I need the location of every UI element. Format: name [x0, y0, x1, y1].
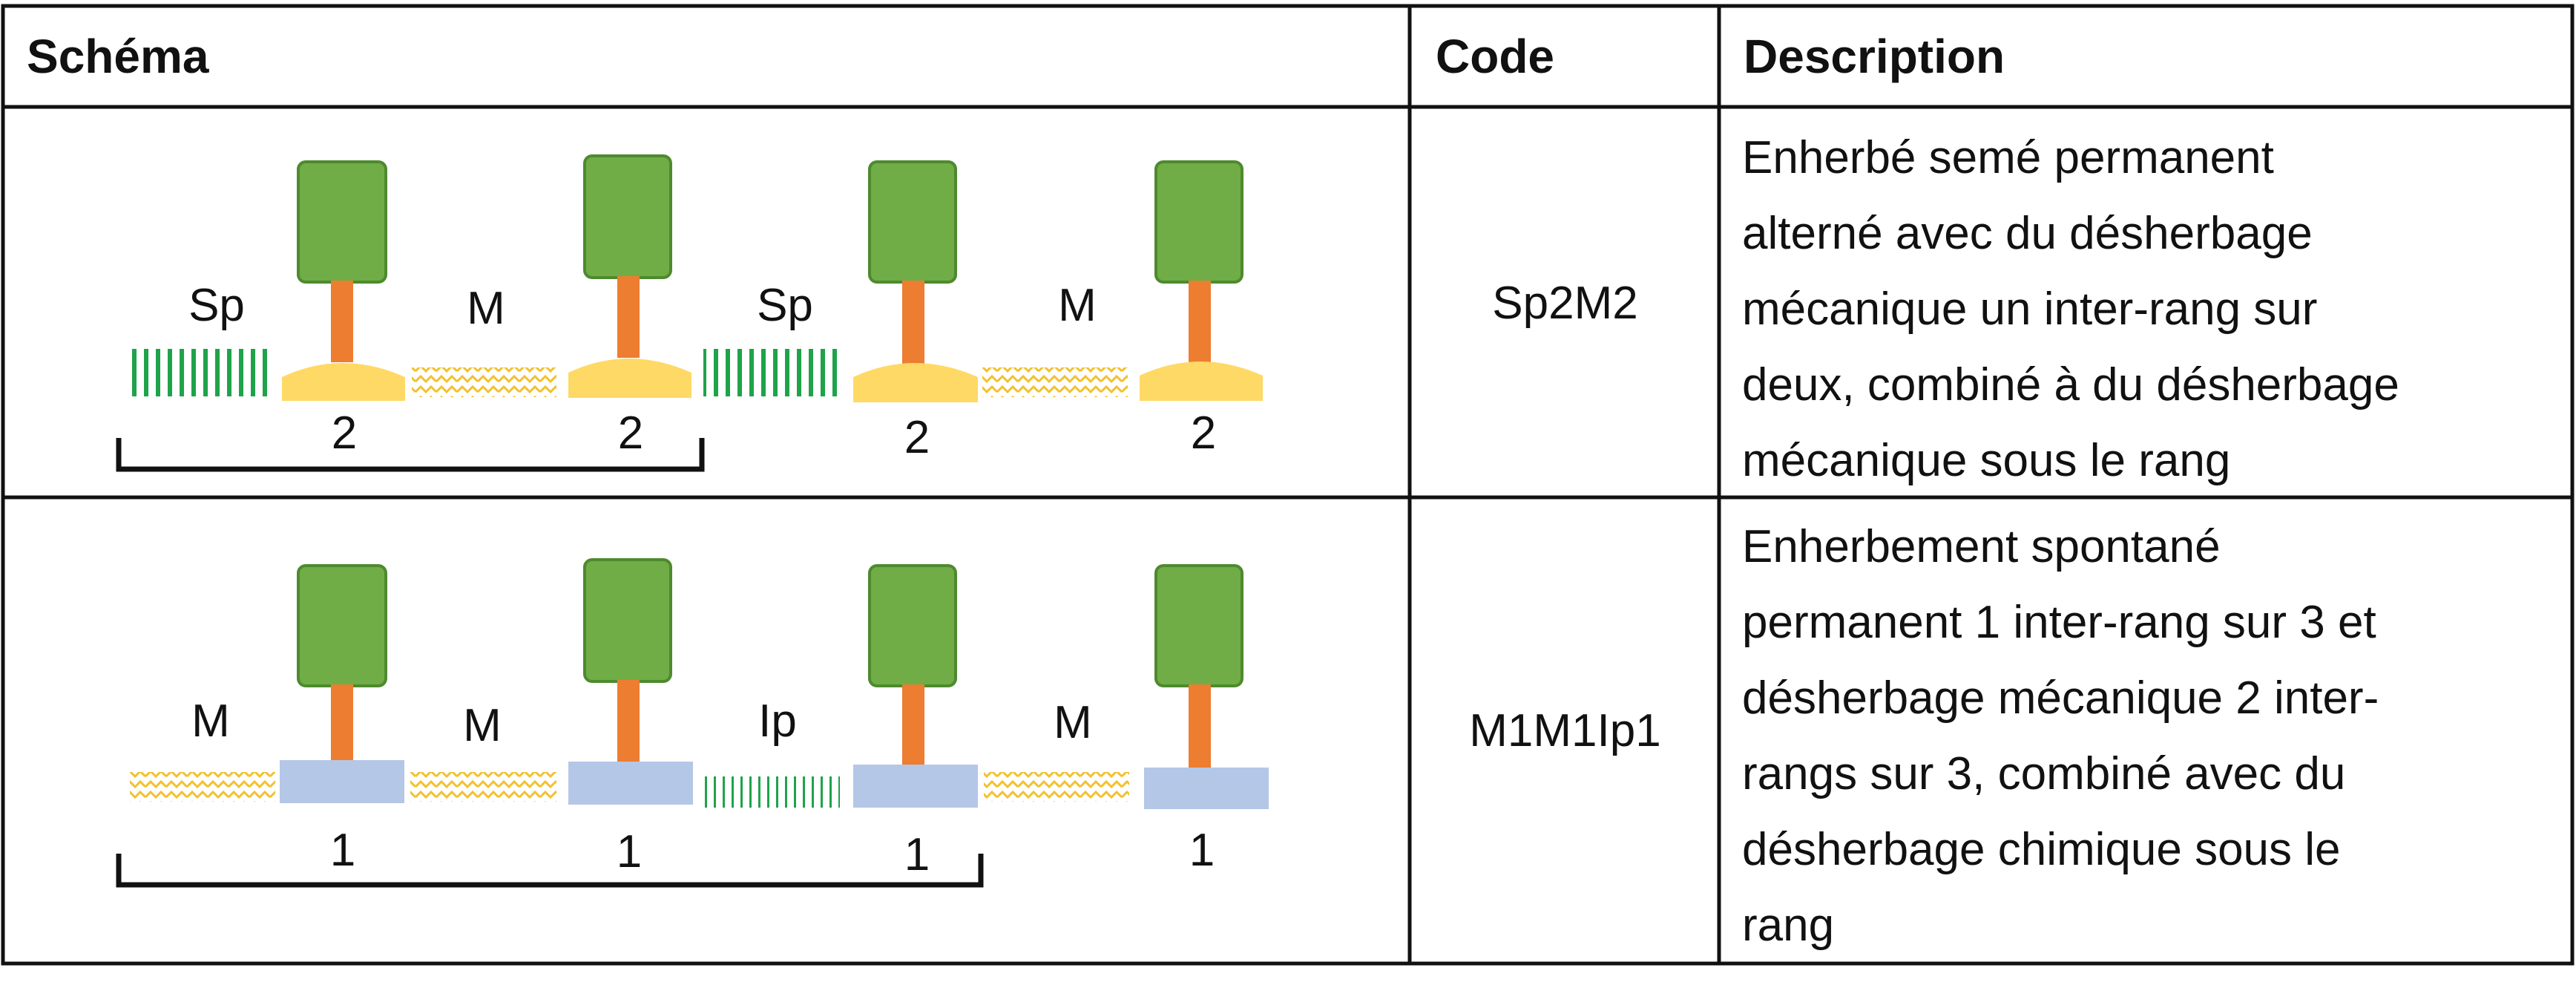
interrow-label-2: M [467, 283, 505, 334]
interrow-label-4: M [1058, 280, 1097, 331]
tree-3 [853, 160, 978, 402]
tree-base-mound [1140, 361, 1263, 401]
tree-canopy [583, 558, 672, 683]
schema-row-2: M M Ip M 1 1 1 1 [116, 558, 1269, 888]
tree-base-mound [853, 363, 978, 402]
pattern-bracket [116, 438, 705, 472]
tree-base-label-4: 1 [1189, 825, 1215, 876]
tree-4 [1144, 564, 1269, 809]
interrow-mechanical-2 [410, 772, 556, 802]
interrow-sown-2 [703, 349, 841, 396]
tree-base-block [1144, 768, 1269, 809]
interrow-label-3: Ip [758, 696, 797, 747]
row-2-description: Enherbement spontané permanent 1 inter-r… [1742, 521, 2379, 951]
tree-trunk [617, 680, 640, 763]
tree-2 [568, 558, 693, 805]
tree-canopy [868, 564, 957, 687]
tree-trunk [1189, 281, 1211, 362]
tree-base-mound [282, 363, 405, 401]
tree-2 [568, 154, 691, 398]
tree-base-block [280, 760, 404, 803]
tree-base-block [568, 762, 693, 805]
tree-trunk [331, 281, 353, 362]
tree-base-label-2: 1 [617, 826, 642, 877]
interrow-mechanical-1 [130, 772, 275, 802]
tree-1 [282, 160, 405, 401]
tree-base-label-1: 1 [330, 825, 355, 876]
tree-base-block [853, 765, 978, 808]
tree-3 [853, 564, 978, 808]
interrow-spontaneous [702, 776, 840, 808]
tree-1 [280, 564, 404, 803]
header-description: Description [1744, 30, 2005, 83]
pattern-bracket [116, 854, 984, 888]
tree-base-label-2: 2 [618, 408, 643, 459]
tree-base-mound [568, 359, 691, 398]
tree-canopy [297, 564, 387, 687]
row-1-description: Enherbé semé permanent alterné avec du d… [1742, 132, 2399, 486]
tree-trunk [617, 276, 640, 358]
tree-trunk [331, 684, 353, 762]
table-border [1, 4, 2575, 966]
interrow-label-2: M [463, 700, 502, 751]
tree-trunk [1189, 684, 1211, 769]
row-1-code: Sp2M2 [1492, 278, 1638, 329]
tree-4 [1140, 160, 1263, 401]
tree-base-label-3: 2 [904, 412, 930, 463]
header-schema: Schéma [27, 30, 209, 83]
interrow-sown-1 [130, 349, 269, 396]
tree-trunk [902, 281, 924, 364]
schema-row-1: Sp M Sp M 2 2 2 2 [116, 154, 1263, 472]
tree-base-label-4: 2 [1191, 408, 1216, 459]
row-2-code: M1M1Ip1 [1469, 705, 1661, 756]
tree-base-label-3: 1 [904, 829, 930, 880]
interrow-mechanical-3 [984, 772, 1129, 802]
interrow-label-3: Sp [757, 280, 813, 331]
interrow-label-1: M [191, 696, 230, 747]
header-code: Code [1436, 30, 1554, 83]
interrow-mechanical-2 [982, 367, 1128, 397]
interrow-mechanical-1 [412, 367, 556, 397]
tree-base-label-1: 2 [332, 408, 357, 459]
interrow-label-1: Sp [188, 280, 245, 331]
tree-trunk [902, 684, 924, 766]
interrow-label-4: M [1054, 697, 1092, 748]
tree-canopy [1154, 564, 1243, 687]
